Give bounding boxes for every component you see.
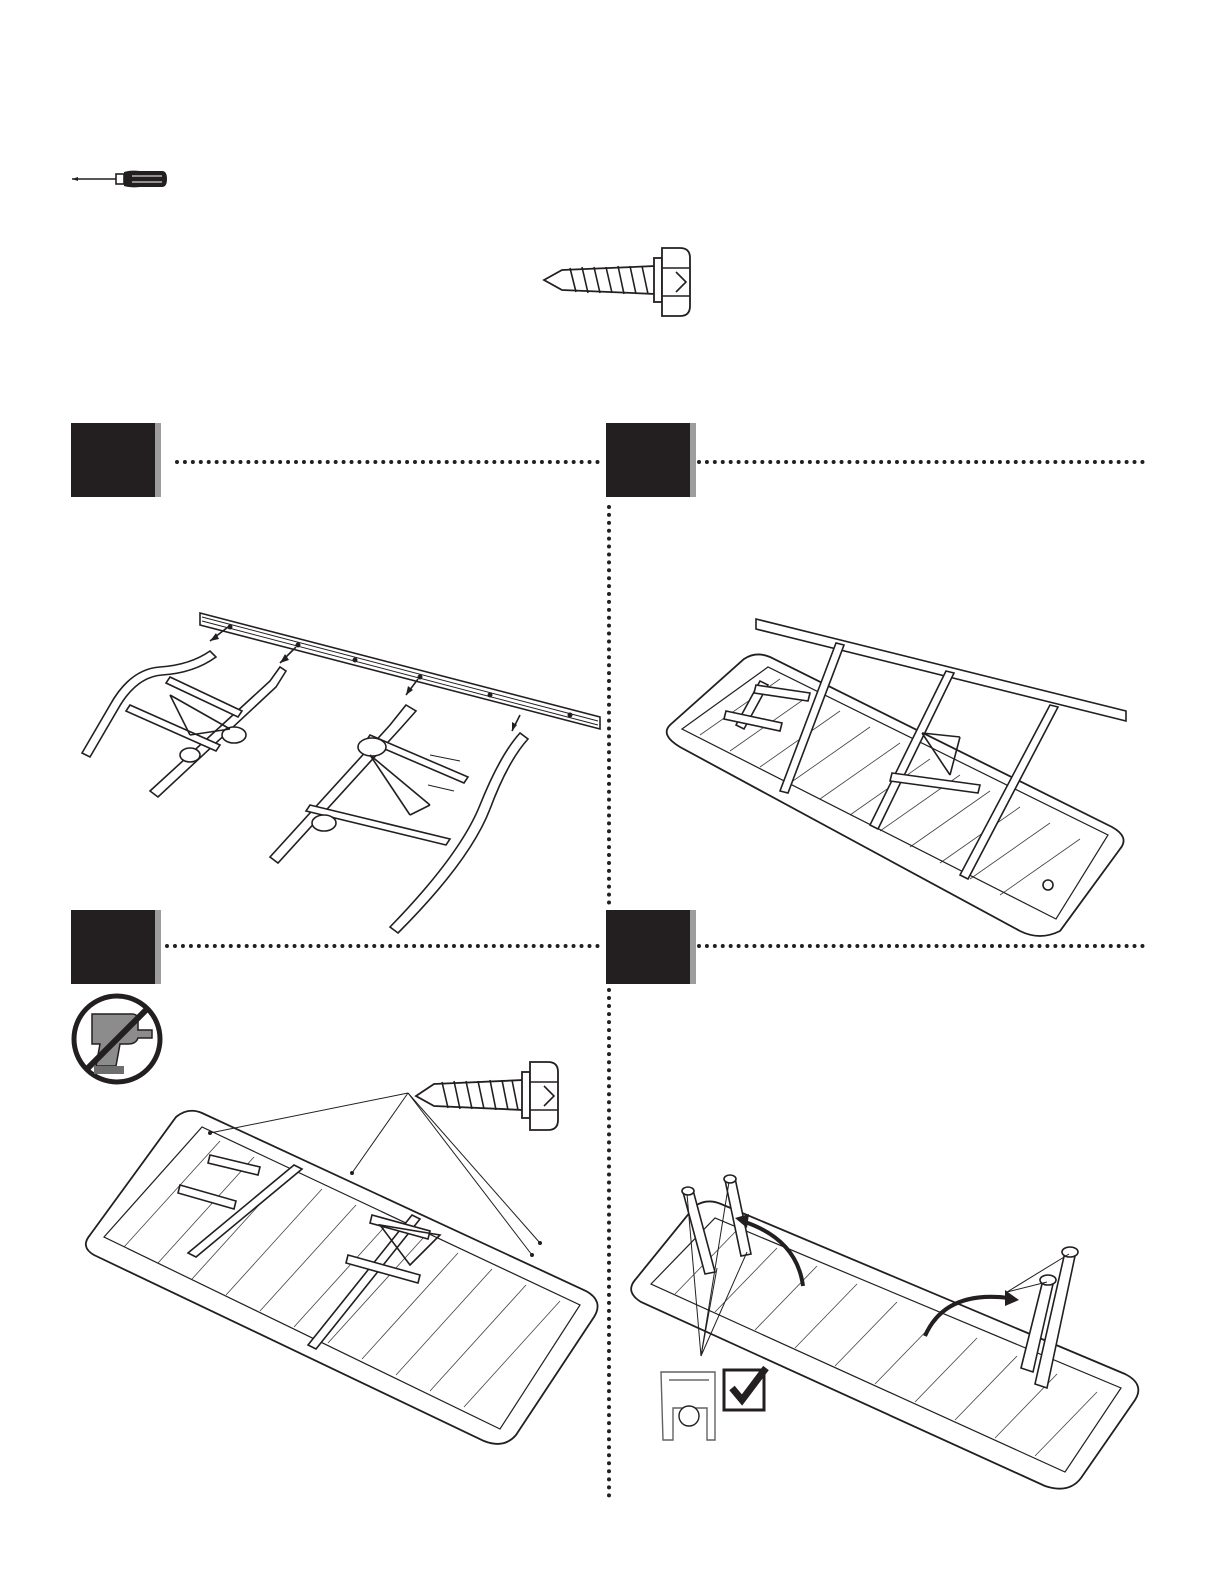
step-1-badge (71, 423, 155, 497)
hex-head-screw-icon (540, 244, 700, 320)
latch-detail-icon (655, 1368, 725, 1448)
step-2-badge (606, 423, 690, 497)
step-2-divider (697, 460, 1145, 464)
step-1-divider (175, 460, 600, 464)
step-2-number (606, 423, 690, 497)
step-1-number (71, 423, 155, 497)
screwdriver-icon (70, 168, 170, 190)
screw-detail-icon (412, 1058, 568, 1134)
step-2-illustration (660, 615, 1130, 945)
checkmark-icon (722, 1362, 788, 1414)
step-3-divider (165, 944, 600, 948)
step-1-illustration (70, 605, 605, 940)
column-divider-top (607, 505, 611, 905)
